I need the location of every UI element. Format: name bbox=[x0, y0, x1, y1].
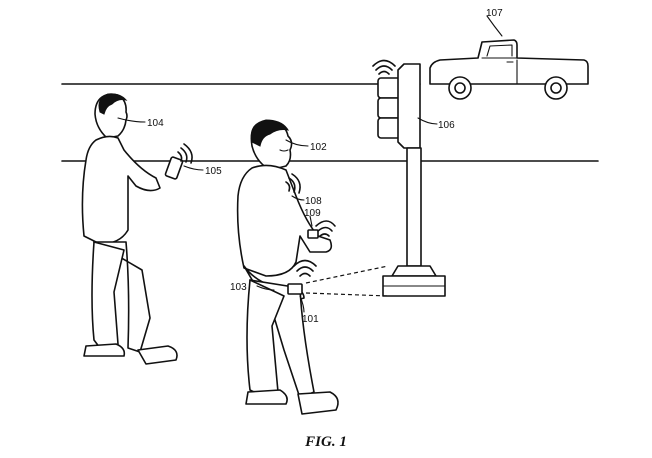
label-pedestrian: 104 bbox=[147, 118, 164, 129]
label-vehicle: 107 bbox=[486, 8, 503, 19]
label-wearable: 101 bbox=[302, 314, 319, 325]
label-user: 102 bbox=[310, 142, 327, 153]
label-phone: 105 bbox=[205, 166, 222, 177]
sensing-beam bbox=[306, 266, 388, 296]
signal-wireless-icon bbox=[373, 61, 395, 75]
label-chest-device: 108 bbox=[305, 196, 322, 207]
label-traffic-signal: 106 bbox=[438, 120, 455, 131]
vehicle-drawing bbox=[430, 40, 588, 99]
figure-caption: FIG. 1 bbox=[304, 434, 347, 450]
user-drawing bbox=[238, 120, 338, 414]
pedestrian-drawing bbox=[82, 94, 192, 364]
label-wrist-device: 109 bbox=[304, 208, 321, 219]
traffic-signal-drawing bbox=[378, 64, 445, 296]
label-hand: 103 bbox=[230, 282, 247, 293]
